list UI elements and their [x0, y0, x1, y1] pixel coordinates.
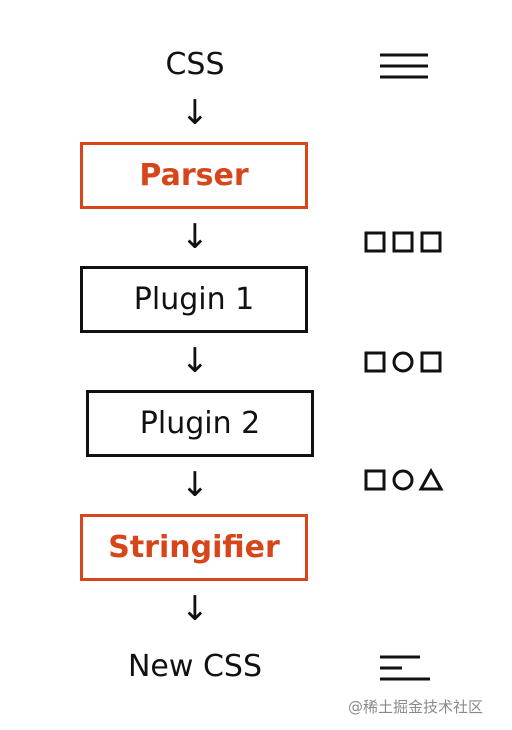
plugin-2-label: Plugin 2 [139, 405, 261, 441]
square-icon [420, 231, 442, 253]
square-icon [420, 351, 442, 373]
square-icon [364, 351, 386, 373]
three-lines-icon [380, 53, 428, 79]
shapes-after-plugin-1 [364, 350, 444, 374]
stringifier-label: Stringifier [108, 529, 280, 565]
square-icon [364, 231, 386, 253]
triangle-icon [418, 468, 444, 491]
circle-icon [392, 351, 414, 373]
square-icon [364, 469, 386, 491]
parser-label: Parser [139, 157, 249, 193]
circle-icon [392, 469, 414, 491]
arrow-2: ↓ [180, 217, 210, 257]
watermark: @稀土掘金技术社区 [348, 698, 484, 716]
plugin-1-label: Plugin 1 [133, 281, 255, 317]
input-css-label: CSS [165, 47, 225, 82]
shapes-after-plugin-2 [364, 468, 444, 492]
arrow-4: ↓ [180, 465, 210, 505]
arrow-1: ↓ [180, 93, 210, 133]
arrow-5: ↓ [180, 589, 210, 629]
shapes-after-parser [364, 230, 444, 254]
plugin-2-box: Plugin 2 [86, 390, 314, 457]
plugin-1-box: Plugin 1 [80, 266, 308, 333]
parser-box: Parser [80, 142, 308, 209]
stringifier-box: Stringifier [80, 514, 308, 581]
output-new-css-label: New CSS [127, 649, 262, 684]
uneven-lines-icon [380, 655, 430, 681]
square-icon [392, 231, 414, 253]
arrow-3: ↓ [180, 341, 210, 381]
